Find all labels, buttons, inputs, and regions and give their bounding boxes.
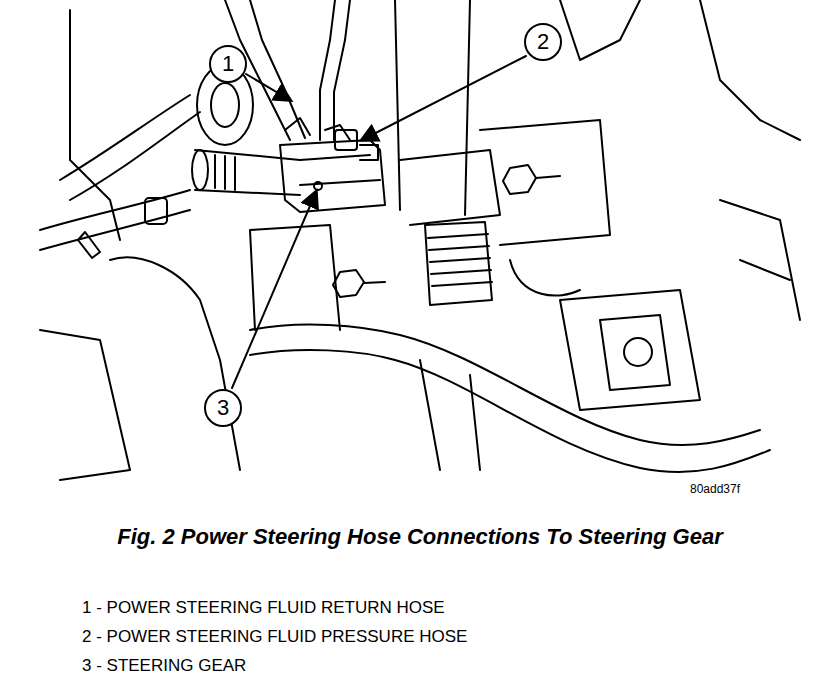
figure-code: 80add37f bbox=[690, 482, 740, 496]
frame-line bbox=[110, 257, 240, 470]
callout-number: 1 bbox=[209, 45, 247, 83]
callout-number: 3 bbox=[204, 389, 242, 427]
bolt bbox=[503, 165, 536, 194]
splines bbox=[215, 155, 235, 190]
crossmember bbox=[250, 350, 770, 472]
port bbox=[314, 182, 322, 190]
hose-clamp bbox=[145, 198, 167, 224]
gear-end bbox=[192, 150, 208, 190]
strut bbox=[420, 360, 480, 470]
mount bbox=[600, 315, 670, 390]
bracket bbox=[480, 120, 610, 245]
hose bbox=[70, 112, 200, 200]
boot-folds bbox=[428, 234, 492, 286]
valve-housing bbox=[280, 140, 385, 212]
engine bbox=[560, 0, 640, 60]
pressure-line bbox=[320, 0, 335, 140]
leader-line bbox=[246, 74, 290, 100]
figure-caption: Fig. 2 Power Steering Hose Connections T… bbox=[110, 522, 730, 552]
strut-tower bbox=[395, 0, 470, 215]
pressure-line bbox=[334, 0, 350, 140]
callout-key: 3 - STEERING GEAR bbox=[82, 656, 246, 676]
hose bbox=[40, 190, 190, 230]
hose bbox=[60, 95, 190, 180]
mount bbox=[560, 290, 700, 410]
bolt bbox=[364, 282, 385, 283]
callout-key: 1 - POWER STEERING FLUID RETURN HOSE bbox=[82, 598, 445, 618]
mount-bushing bbox=[624, 338, 652, 366]
bolt bbox=[333, 270, 364, 297]
clip bbox=[78, 232, 100, 258]
fitting-nut bbox=[335, 130, 357, 150]
crossmember bbox=[250, 325, 760, 445]
engine bbox=[720, 200, 800, 320]
boot bbox=[425, 222, 492, 305]
fitting bbox=[360, 145, 378, 160]
bolt bbox=[536, 176, 560, 178]
engine bbox=[700, 0, 800, 140]
line bbox=[510, 260, 580, 296]
leader-line bbox=[232, 192, 316, 388]
pulley bbox=[211, 83, 239, 127]
frame-line bbox=[40, 330, 130, 480]
return-hose bbox=[250, 0, 305, 138]
callout-key: 2 - POWER STEERING FLUID PRESSURE HOSE bbox=[82, 627, 467, 647]
gear-mount bbox=[400, 150, 500, 225]
leader-line bbox=[362, 56, 526, 140]
callout-number: 2 bbox=[524, 23, 562, 61]
frame-line bbox=[70, 10, 120, 240]
